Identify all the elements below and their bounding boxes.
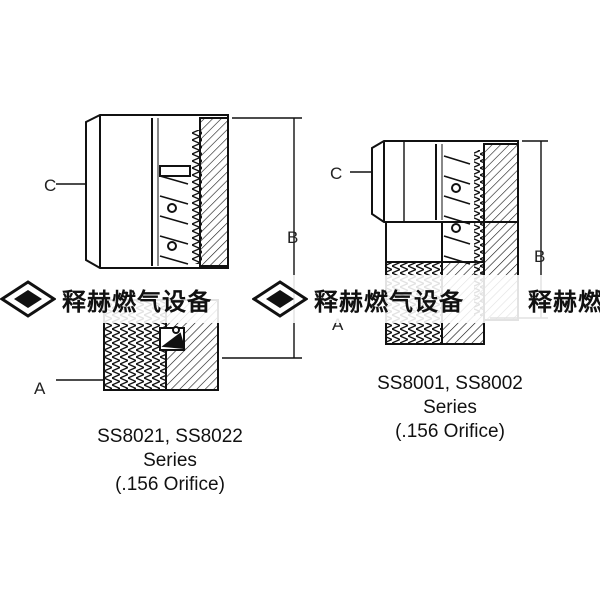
watermark-text: 释赫燃气设备: [528, 287, 600, 316]
watermark-item: 释赫燃气设备: [252, 275, 464, 323]
diamond-logo-icon: [0, 280, 56, 318]
right-label-b: B: [534, 247, 545, 266]
right-caption-orifice: (.156 Orifice): [395, 421, 505, 442]
left-caption-series: Series: [143, 450, 197, 471]
right-caption-model: SS8001, SS8002: [377, 373, 523, 394]
left-spring: [159, 175, 189, 265]
right-caption: SS8001, SS8002 Series (.156 Orifice): [340, 372, 560, 444]
right-spring: [443, 155, 471, 265]
watermark-text: 释赫燃气设备: [314, 287, 464, 316]
left-label-a: A: [34, 379, 46, 398]
watermark-text: 释赫燃气设备: [62, 287, 212, 316]
left-fitting: [85, 114, 229, 391]
watermark-item: 释赫燃气设备: [0, 275, 212, 323]
left-caption: SS8021, SS8022 Series (.156 Orifice): [60, 425, 280, 497]
right-caption-series: Series: [423, 397, 477, 418]
diamond-logo-icon: [252, 280, 308, 318]
left-label-b: B: [287, 228, 298, 247]
left-caption-orifice: (.156 Orifice): [115, 474, 225, 495]
right-collar: [385, 221, 443, 263]
right-label-c: C: [330, 164, 342, 183]
watermark-banner: 释赫燃气设备 释赫燃气设备 释赫燃气设备: [0, 275, 600, 323]
left-label-c: C: [44, 176, 56, 195]
watermark-item: 释赫燃气设备: [522, 275, 600, 323]
left-hex-wall: [199, 117, 229, 267]
left-caption-model: SS8021, SS8022: [97, 426, 243, 447]
